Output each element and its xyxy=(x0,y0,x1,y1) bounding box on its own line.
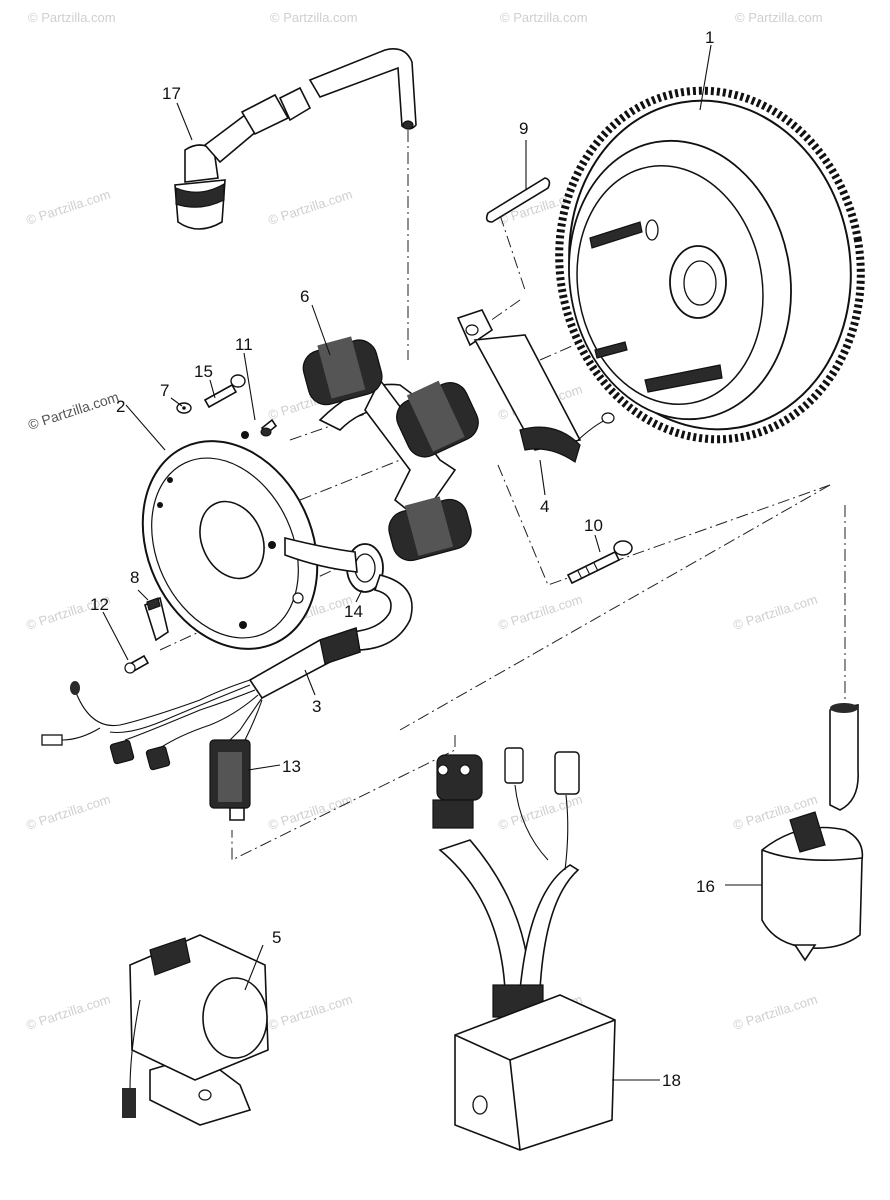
spark-plug-cap-17 xyxy=(174,48,417,230)
watermark: © Partzilla.com xyxy=(731,992,819,1033)
washer-7 xyxy=(176,402,192,414)
screw-11 xyxy=(260,418,278,437)
stator-6 xyxy=(302,336,479,562)
watermark: © Partzilla.com xyxy=(496,592,584,633)
callout-9: 9 xyxy=(519,119,528,138)
callout-6: 6 xyxy=(300,287,309,306)
callout-13: 13 xyxy=(282,757,301,776)
bolt-10 xyxy=(566,540,633,585)
callout-2: 2 xyxy=(116,397,125,416)
watermark: © Partzilla.com xyxy=(266,992,354,1033)
wire-harness-3 xyxy=(41,574,413,771)
watermark: © Partzilla.com xyxy=(26,388,121,432)
watermark: © Partzilla.com xyxy=(731,592,819,633)
watermark: © Partzilla.com xyxy=(24,792,112,833)
woodruff-key-9 xyxy=(485,177,551,223)
flywheel-1 xyxy=(555,86,865,444)
callout-14: 14 xyxy=(344,602,363,621)
callout-4: 4 xyxy=(540,497,549,516)
watermark: © Partzilla.com xyxy=(266,187,354,228)
clamp-8 xyxy=(144,596,169,642)
screw-15 xyxy=(203,374,246,409)
watermark: © Partzilla.com xyxy=(266,792,354,833)
watermark: © Partzilla.com xyxy=(270,10,358,25)
callout-18: 18 xyxy=(662,1071,681,1090)
callout-8: 8 xyxy=(130,568,139,587)
callout-5: 5 xyxy=(272,928,281,947)
callout-1: 1 xyxy=(705,28,714,47)
callout-11: 11 xyxy=(235,335,253,354)
watermark: © Partzilla.com xyxy=(24,187,112,228)
callout-17: 17 xyxy=(162,84,181,103)
watermark: © Partzilla.com xyxy=(28,10,116,25)
watermark: © Partzilla.com xyxy=(496,792,584,833)
cdi-box-18 xyxy=(432,747,616,1151)
callout-10: 10 xyxy=(584,516,603,535)
callout-15: 15 xyxy=(194,362,213,381)
callouts: 1 2 3 4 5 6 7 8 9 10 11 12 13 14 15 16 1… xyxy=(90,28,715,1090)
screw-12 xyxy=(124,654,150,674)
callout-12: 12 xyxy=(90,595,109,614)
ignition-coil-16 xyxy=(761,703,864,962)
solenoid-5 xyxy=(122,934,269,1126)
pulser-coil-4 xyxy=(456,309,615,463)
grommet-14 xyxy=(284,536,384,593)
watermark: © Partzilla.com xyxy=(500,10,588,25)
connector-13 xyxy=(209,739,251,821)
watermark: © Partzilla.com xyxy=(24,992,112,1033)
base-plate-2 xyxy=(141,431,319,650)
callout-16: 16 xyxy=(696,877,715,896)
callout-7: 7 xyxy=(160,381,169,400)
watermark: © Partzilla.com xyxy=(735,10,823,25)
callout-3: 3 xyxy=(312,697,321,716)
leader-lines xyxy=(102,44,762,1081)
